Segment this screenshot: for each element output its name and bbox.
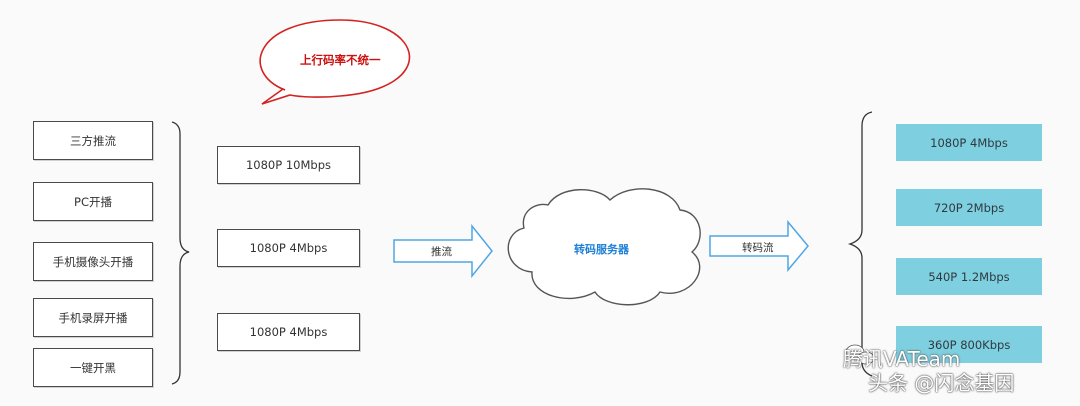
watermark-line-2: 头条 @闪念基因 <box>868 371 1015 395</box>
wechat-watermark-icon <box>845 344 875 365</box>
push-arrow-shape <box>393 223 493 279</box>
output-stream-box: 540P 1.2Mbps <box>896 258 1042 295</box>
source-box-pc: PC开播 <box>33 182 153 221</box>
watermark-line-1: 腾讯VATeam <box>843 347 961 371</box>
callout-text: 上行码率不统一 <box>300 53 381 67</box>
upstream-bitrate-box: 1080P 10Mbps <box>217 146 360 184</box>
source-box-one-click: 一键开黑 <box>33 348 153 387</box>
source-box-phone-screen: 手机录屏开播 <box>33 298 153 337</box>
left-brace-icon <box>171 121 190 385</box>
transcode-arrow-shape <box>709 219 809 273</box>
server-label: 转码服务器 <box>574 243 629 256</box>
push-label: 推流 <box>431 246 452 258</box>
speech-bubble-shape <box>259 19 411 105</box>
cloud-shape <box>507 188 701 306</box>
output-stream-box: 360P 800Kbps <box>896 326 1042 363</box>
transcode-label: 转码流 <box>742 242 774 254</box>
right-brace-icon <box>847 111 873 377</box>
output-stream-box: 1080P 4Mbps <box>896 124 1042 161</box>
source-box-phone-camera: 手机摄像头开播 <box>33 242 153 281</box>
source-box-third-party: 三方推流 <box>33 121 153 160</box>
output-stream-box: 720P 2Mbps <box>896 189 1042 226</box>
upstream-bitrate-box: 1080P 4Mbps <box>217 313 360 351</box>
upstream-bitrate-box: 1080P 4Mbps <box>217 229 360 267</box>
